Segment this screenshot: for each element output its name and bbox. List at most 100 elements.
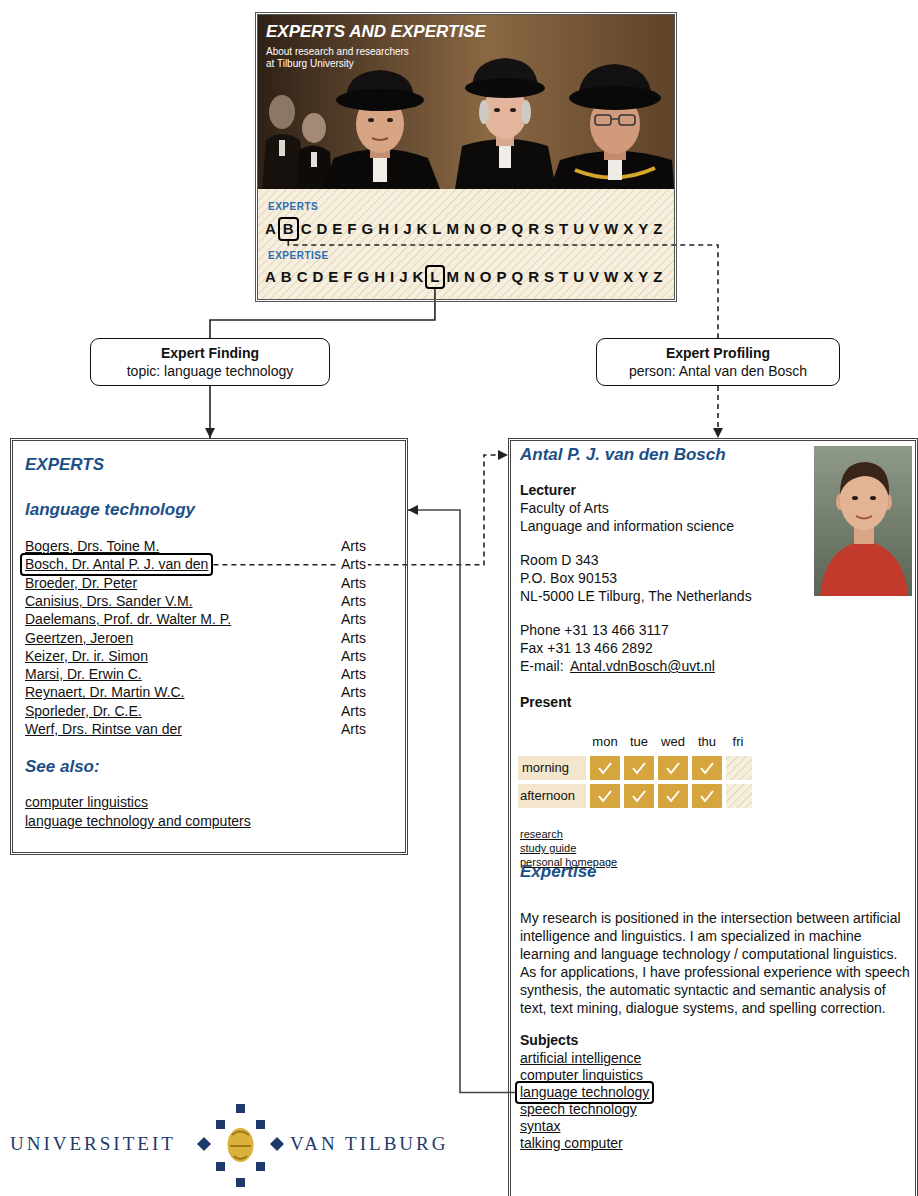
- alphabet-letters: CDEFGHIJKLMNOPQRSTUVWXYZ: [301, 220, 668, 238]
- banner-photo: [595, 115, 611, 125]
- profile-page: Antal P. J. van den BoschLecturerFaculty…: [508, 438, 918, 1196]
- callout-title: Expert Profiling: [666, 344, 770, 362]
- banner-photo: [608, 160, 622, 180]
- field-heading: Subjects: [520, 1032, 578, 1049]
- callout-title: Expert Finding: [161, 344, 259, 362]
- link-text: Daelemans, Prof. dr. Walter M. P.: [25, 611, 231, 628]
- callout-box: Expert Findingtopic: language technology: [90, 338, 330, 386]
- banner-photo: [258, 15, 674, 299]
- link-text: computer linguistics: [25, 794, 148, 811]
- banner-photo: [387, 118, 393, 122]
- selected-expert-box: Bosch, Dr. Antal P. J. van den: [20, 553, 213, 576]
- alphabet-letters: ABCDEFGHIJK: [265, 268, 428, 286]
- day-header: thu: [698, 734, 716, 750]
- banner-photo: [302, 113, 326, 143]
- faculty-cell: Arts: [339, 648, 368, 665]
- profile-photo: [856, 516, 872, 519]
- connector-line: [408, 510, 515, 1093]
- alphabet-letters: A: [265, 220, 281, 238]
- university-logo: [228, 1128, 254, 1162]
- link-text: Marsi, Dr. Erwin C.: [25, 666, 142, 683]
- index-heading: EXPERTS: [268, 201, 318, 213]
- presence-table: [701, 791, 713, 801]
- link-text: syntax: [520, 1118, 560, 1135]
- faculty-cell: Arts: [339, 556, 368, 573]
- presence-table: [590, 756, 620, 780]
- field-heading: Present: [520, 694, 571, 711]
- index-heading: EXPERTISE: [268, 250, 329, 262]
- profile-photo: [814, 446, 912, 596]
- faculty-cell: Arts: [339, 593, 368, 610]
- banner-photo: [619, 115, 635, 125]
- link-text: Canisius, Drs. Sander V.M.: [25, 593, 193, 610]
- day-header: wed: [661, 734, 685, 750]
- link-text: Reynaert, Dr. Martin W.C.: [25, 684, 184, 701]
- row-header: afternoon: [520, 788, 575, 804]
- banner-subtitle: About research and researchers at Tilbur…: [266, 46, 416, 70]
- faculty-cell: Arts: [339, 721, 368, 738]
- banner-photo: [479, 100, 489, 124]
- banner-panel: EXPERTS AND EXPERTISE About research and …: [255, 12, 677, 302]
- link-text: Geertzen, Jeroen: [25, 630, 133, 647]
- presence-table: [518, 784, 586, 808]
- profile-photo: [870, 496, 876, 500]
- link-text: Sporleder, Dr. C.E.: [25, 703, 142, 720]
- small-link: research: [520, 827, 563, 841]
- connector-line: [209, 386, 211, 438]
- link-text: language technology and computers: [25, 813, 251, 830]
- presence-table: [624, 784, 654, 808]
- presence-table: [633, 791, 645, 801]
- section-heading: See also:: [25, 757, 100, 777]
- presence-table: [658, 756, 688, 780]
- connector-line: [213, 455, 508, 565]
- banner-title: EXPERTS AND EXPERTISE: [266, 22, 486, 42]
- banner-photo: [368, 118, 374, 122]
- university-logo: [236, 1104, 245, 1113]
- alphabet-letters: MNOPQRSTUVWXYZ: [447, 268, 668, 286]
- faculty-cell: Arts: [339, 666, 368, 683]
- presence-table: [701, 763, 713, 773]
- university-logo: [197, 1137, 211, 1151]
- faculty-cell: Arts: [339, 575, 368, 592]
- banner-photo: [510, 108, 516, 112]
- faculty-cell: Arts: [339, 611, 368, 628]
- expertise-text: My research is positioned in the interse…: [520, 909, 910, 1017]
- presence-table: [518, 756, 586, 780]
- info-line: Phone +31 13 466 3117: [520, 622, 669, 639]
- banner-photo: [494, 108, 500, 112]
- profile-photo: [814, 446, 912, 596]
- day-header: tue: [630, 734, 648, 750]
- connector-line: [210, 289, 435, 338]
- banner-photo: [465, 78, 545, 98]
- presence-table: [590, 784, 620, 808]
- info-line: Room D 343: [520, 552, 599, 569]
- link-text: Broeder, Dr. Peter: [25, 575, 137, 592]
- link-text: Werf, Drs. Rintse van der: [25, 721, 182, 738]
- university-logo: [256, 1120, 265, 1129]
- presence-table: [624, 756, 654, 780]
- presence-table: [667, 763, 679, 773]
- faculty-cell: Arts: [339, 538, 368, 555]
- info-line: P.O. Box 90153: [520, 570, 617, 587]
- info-line: E-mail:: [520, 658, 564, 675]
- faculty-cell: Arts: [339, 703, 368, 720]
- presence-table: [726, 756, 752, 780]
- profile-photo: [852, 496, 858, 500]
- banner-photo: [499, 146, 511, 168]
- banner-photo: [258, 189, 674, 299]
- banner-photo: [569, 86, 661, 110]
- day-header: mon: [592, 734, 617, 750]
- callout-subtitle: topic: language technology: [127, 362, 294, 380]
- day-header: fri: [733, 734, 744, 750]
- presence-table: [633, 763, 645, 773]
- presence-table: [667, 791, 679, 801]
- university-logo: [216, 1120, 225, 1129]
- presence-table: [692, 784, 722, 808]
- connector-line: [717, 386, 719, 438]
- presence-table: [726, 784, 752, 808]
- university-logo: [216, 1162, 225, 1171]
- info-line: Fax +31 13 466 2892: [520, 640, 653, 657]
- link-text: talking computer: [520, 1135, 623, 1152]
- selected-letter: B: [283, 220, 294, 238]
- logo-text: UNIVERSITEIT: [10, 1132, 176, 1156]
